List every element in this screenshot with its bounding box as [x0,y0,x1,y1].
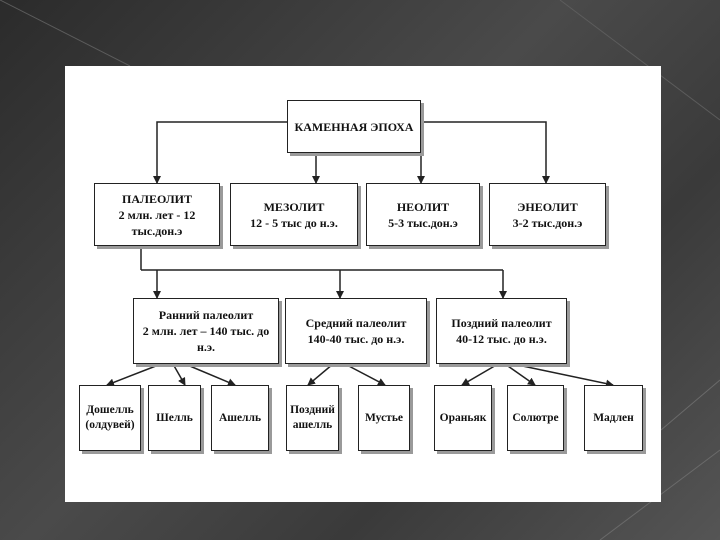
culture-box: Солютре [507,385,564,451]
culture-name: Дошелль [86,404,134,416]
subperiod-box-late: Поздний палеолит 40-12 тыс. до н.э. [436,298,567,364]
culture-name: Солютре [512,411,559,424]
root-label: КАМЕННАЯ ЭПОХА [294,119,414,134]
subperiod-dates: 140-40 тыс. до н.э. [307,332,405,346]
culture-name-extra: (олдувей) [85,419,135,431]
culture-name: Мадлен [593,411,634,424]
culture-box: Мустье [358,385,410,451]
period-title: ЭНЕОЛИТ [517,199,578,214]
subperiod-title: Средний палеолит [305,316,407,330]
culture-box: Мадлен [584,385,643,451]
culture-name: Мустье [364,411,404,424]
period-dates: 2 млн. лет - 12 тыс.дон.э [118,207,196,238]
period-dates: 3-2 тыс.дон.э [512,215,583,230]
subperiod-title: Поздний палеолит [451,316,552,330]
culture-box: Дошелль (олдувей) [79,385,141,451]
period-dates: 5-3 тыс.дон.э [388,215,458,230]
culture-box: Ашелль [211,385,269,451]
period-box-neolith: НЕОЛИТ 5-3 тыс.дон.э [366,183,480,246]
period-dates: 12 - 5 тыс до н.э. [250,215,338,230]
period-title: ПАЛЕОЛИТ [122,191,192,206]
period-title: НЕОЛИТ [396,199,450,214]
culture-box: Шелль [148,385,201,451]
period-box-mesolith: МЕЗОЛИТ 12 - 5 тыс до н.э. [230,183,358,246]
connectors [106,121,614,388]
subperiod-box-early: Ранний палеолит 2 млн. лет – 140 тыс. до… [133,298,279,364]
culture-box: Поздний ашелль [286,385,339,451]
subperiod-box-middle: Средний палеолит 140-40 тыс. до н.э. [285,298,427,364]
period-title: МЕЗОЛИТ [263,199,325,214]
period-box-paleolith: ПАЛЕОЛИТ 2 млн. лет - 12 тыс.дон.э [94,183,220,246]
culture-name: Поздний [290,404,335,416]
culture-name: Ораньяк [439,411,487,424]
subperiod-dates: 40-12 тыс. до н.э. [456,332,547,346]
culture-name: Шелль [156,411,193,424]
subperiod-title: Ранний палеолит [158,308,254,322]
culture-name: Ашелль [218,411,262,424]
root-box: КАМЕННАЯ ЭПОХА [287,100,421,153]
subperiod-dates: 2 млн. лет – 140 тыс. до н.э. [142,324,270,354]
culture-box: Ораньяк [434,385,492,451]
period-box-eneolith: ЭНЕОЛИТ 3-2 тыс.дон.э [489,183,606,246]
culture-name-extra: ашелль [292,419,333,431]
slide: КАМЕННАЯ ЭПОХА ПАЛЕОЛИТ 2 млн. лет - 12 … [65,66,661,502]
